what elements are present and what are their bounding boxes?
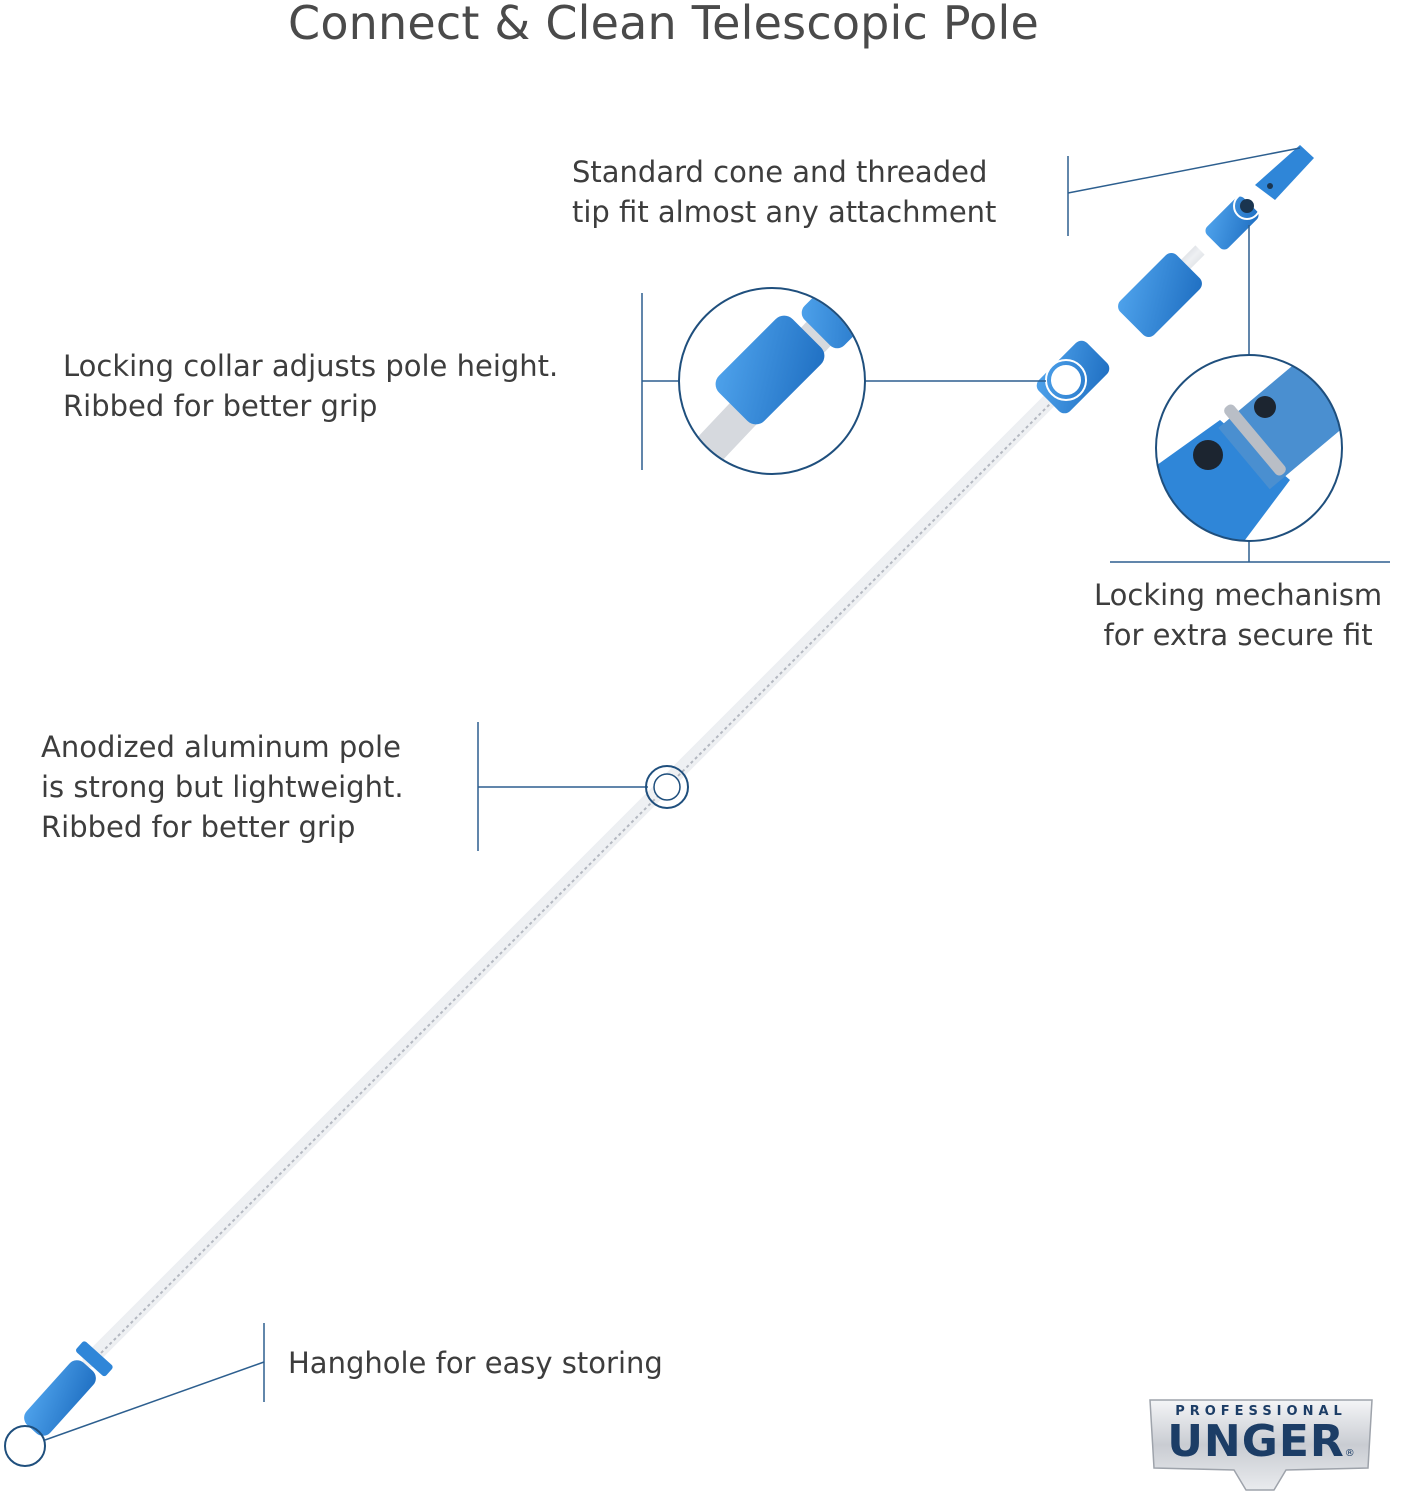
callout-lock: Locking mechanism for extra secure fit <box>1094 575 1382 655</box>
callout-hanghole-line1: Hanghole for easy storing <box>288 1346 663 1380</box>
collar-lower <box>1036 340 1110 414</box>
callout-hanghole: Hanghole for easy storing <box>288 1343 663 1383</box>
page-title: Connect & Clean Telescopic Pole <box>288 0 1039 50</box>
callout-pole-line3: Ribbed for better grip <box>41 810 356 844</box>
logo-registered-mark: ® <box>1344 1448 1355 1459</box>
logo-professional: PROFESSIONAL <box>1175 1404 1347 1419</box>
detail-lock <box>1155 354 1343 542</box>
callout-collar-line1: Locking collar adjusts pole height. <box>63 349 559 383</box>
collar-upper <box>1118 253 1202 337</box>
callout-lock-line2: for extra secure fit <box>1103 618 1373 652</box>
callout-pole: Anodized aluminum pole is strong but lig… <box>41 727 404 847</box>
callout-lines <box>44 147 1390 1441</box>
callout-tip-line1: Standard cone and threaded <box>572 155 988 189</box>
threaded-tip <box>1205 145 1314 250</box>
pole-marker <box>645 765 689 809</box>
detail-collar <box>678 287 866 475</box>
callout-tip-line2: tip fit almost any attachment <box>572 195 997 229</box>
callout-collar: Locking collar adjusts pole height. Ribb… <box>63 346 558 426</box>
hand-grip <box>24 1341 113 1436</box>
callout-lock-line1: Locking mechanism <box>1094 578 1383 612</box>
unger-logo: PROFESSIONAL UNGER® <box>1146 1394 1376 1494</box>
callout-collar-line2: Ribbed for better grip <box>63 389 378 423</box>
logo-brand: UNGER <box>1167 1416 1345 1467</box>
hanghole-marker <box>4 1425 46 1467</box>
callout-tip: Standard cone and threaded tip fit almos… <box>572 152 996 232</box>
callout-pole-line2: is strong but lightweight. <box>41 770 404 804</box>
callout-pole-line1: Anodized aluminum pole <box>41 730 401 764</box>
